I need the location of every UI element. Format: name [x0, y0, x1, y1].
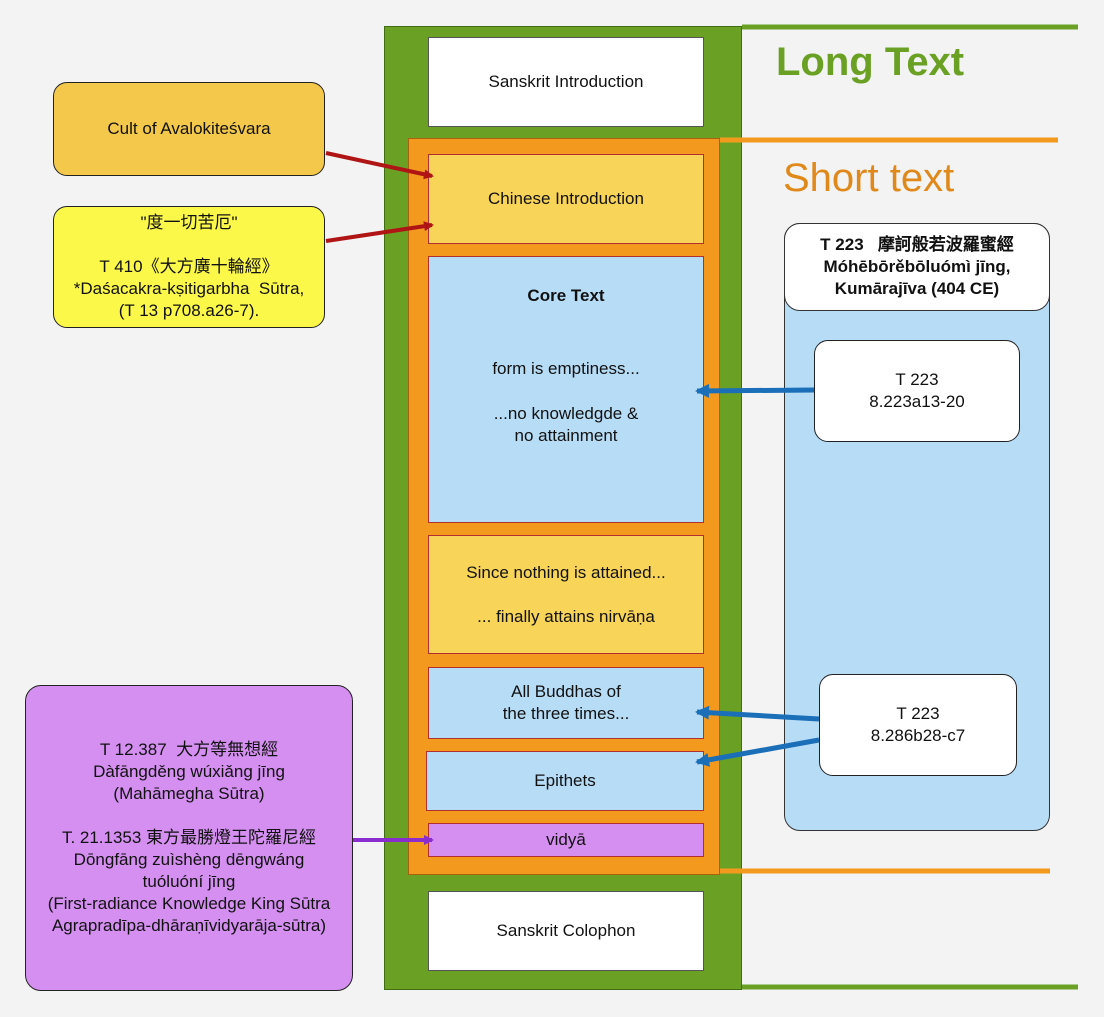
sanskrit-colophon-label: Sanskrit Colophon [496, 921, 636, 940]
t223-ref2-line2: 8.286b28-c7 [870, 726, 966, 745]
core-text-line3: no attainment [514, 426, 618, 445]
nirvana-box: Since nothing is attained... ... finally… [428, 535, 704, 654]
vidya-box: vidyā [428, 823, 704, 857]
quote-line3: *Daśacakra-kṣitigarbha Sūtra, [73, 279, 305, 298]
t223-ref2-line1: T 223 [896, 704, 940, 723]
core-text-line1: form is emptiness... [492, 359, 640, 378]
chinese-introduction-label: Chinese Introduction [488, 189, 644, 208]
purple-line2: Dàfāngděng wúxiǎng jīng [93, 762, 285, 781]
t223-reference-1: T 223 8.223a13-20 [814, 340, 1020, 442]
sanskrit-introduction-box: Sanskrit Introduction [428, 37, 704, 127]
t223-title-box: T 223 摩訶般若波羅蜜經 Móhēbōrěbōluómì jīng, Kum… [784, 223, 1050, 311]
purple-line8: Agrapradīpa-dhāraṇīvidyarāja-sūtra) [51, 916, 327, 935]
nirvana-line2: ... finally attains nirvāṇa [477, 606, 655, 626]
core-text-title: Core Text [527, 286, 605, 305]
core-text-box: Core Text form is emptiness... ...no kno… [428, 256, 704, 523]
t223-ref1-line1: T 223 [895, 370, 939, 389]
purple-line4: T. 21.1353 東方最勝燈王陀羅尼經 [61, 828, 317, 847]
quote-source-box: "度一切苦厄" T 410《大方廣十輪經》 *Daśacakra-kṣitiga… [53, 206, 325, 328]
epithets-box: Epithets [426, 751, 704, 811]
cult-of-avalokitesvara-box: Cult of Avalokiteśvara [53, 82, 325, 176]
nirvana-line1: Since nothing is attained... [466, 562, 666, 582]
all-buddhas-box: All Buddhas of the three times... [428, 667, 704, 739]
purple-line5: Dōngfāng zuìshèng dēngwáng [73, 850, 305, 869]
t223-ref1-line2: 8.223a13-20 [869, 392, 965, 411]
cult-of-avalokitesvara-label: Cult of Avalokiteśvara [107, 119, 271, 138]
all-buddhas-line1: All Buddhas of [511, 682, 621, 701]
vidya-label: vidyā [546, 830, 586, 849]
epithets-label: Epithets [534, 771, 596, 790]
quote-line1: "度一切苦厄" [140, 213, 238, 232]
sanskrit-introduction-label: Sanskrit Introduction [488, 72, 644, 91]
purple-source-box: T 12.387 大方等無想經 Dàfāngděng wúxiǎng jīng … [25, 685, 353, 991]
t223-reference-2: T 223 8.286b28-c7 [819, 674, 1017, 776]
quote-line4: (T 13 p708.a26-7). [118, 301, 260, 320]
long-text-heading: Long Text [776, 40, 965, 84]
sanskrit-colophon-box: Sanskrit Colophon [428, 891, 704, 971]
core-text-line2: ...no knowledgde & [493, 404, 639, 423]
purple-line6: tuóluóní jīng [142, 872, 236, 891]
t223-title-line2: Móhēbōrěbōluómì jīng, [823, 257, 1011, 276]
t223-title-line1: T 223 摩訶般若波羅蜜經 [820, 235, 1014, 254]
short-text-heading: Short text [783, 156, 955, 200]
purple-line3: (Mahāmegha Sūtra) [113, 784, 265, 803]
t223-title-line3: Kumārajīva (404 CE) [834, 279, 1000, 298]
purple-line7: (First-radiance Knowledge King Sūtra [47, 894, 331, 913]
quote-line2: T 410《大方廣十輪經》 [99, 257, 279, 276]
purple-line1: T 12.387 大方等無想經 [99, 740, 279, 759]
chinese-introduction-box: Chinese Introduction [428, 154, 704, 244]
all-buddhas-line2: the three times... [502, 704, 630, 723]
